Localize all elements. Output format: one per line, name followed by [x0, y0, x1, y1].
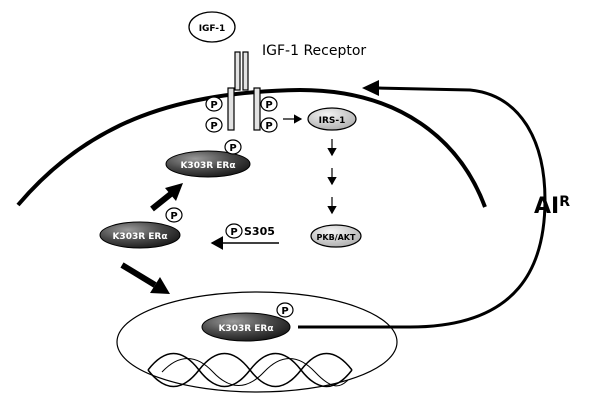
svg-text:P: P — [170, 211, 177, 222]
receptor-label: IGF-1 Receptor — [262, 43, 366, 59]
er-alpha-cytoplasm: K303R ERα P — [99, 207, 183, 249]
phospho-icon: P — [276, 302, 294, 318]
cell-membrane — [16, 87, 487, 208]
igf1-ligand: IGF-1 — [188, 11, 236, 43]
svg-text:P: P — [265, 121, 272, 132]
svg-text:P: P — [281, 306, 288, 317]
irs1-label: IRS-1 — [319, 116, 346, 126]
er-alpha-membrane: K303R ERα P — [165, 139, 251, 178]
er-alpha-nucleus: K303R ERα P — [201, 302, 294, 342]
resistance-label: AIR — [534, 194, 570, 219]
phospho-icon: P — [165, 207, 183, 223]
er-label: K303R ERα — [180, 161, 235, 171]
phospho-icon: P — [205, 96, 223, 112]
igf1-receptor — [227, 51, 261, 131]
phospho-icon: P — [224, 139, 242, 155]
s305-label: S305 — [244, 225, 275, 238]
nucleus — [116, 291, 398, 393]
phospho-icon: P — [205, 117, 223, 133]
svg-text:P: P — [265, 100, 272, 111]
irs1-node: IRS-1 — [307, 107, 357, 131]
receptor-phosphates: P P P P — [205, 96, 278, 133]
phospho-icon: P — [260, 96, 278, 112]
svg-text:P: P — [230, 227, 237, 238]
pkb-akt-node: PKB/AKT — [310, 224, 362, 248]
phospho-icon: P — [260, 117, 278, 133]
feedback-arrowhead — [362, 80, 379, 96]
er-label: K303R ERα — [112, 232, 167, 242]
svg-text:P: P — [210, 100, 217, 111]
dna-strands — [147, 352, 353, 388]
svg-text:P: P — [229, 143, 236, 154]
s305-phospho-site: P S305 — [225, 223, 275, 239]
er-label: K303R ERα — [218, 324, 273, 334]
igf1-label: IGF-1 — [199, 24, 226, 34]
phospho-icon: P — [225, 223, 243, 239]
svg-text:P: P — [210, 121, 217, 132]
thick-arrow-down — [120, 262, 170, 294]
pkb-akt-label: PKB/AKT — [317, 233, 356, 242]
feedback-arrow — [298, 86, 547, 329]
thick-arrow-up — [150, 183, 183, 212]
